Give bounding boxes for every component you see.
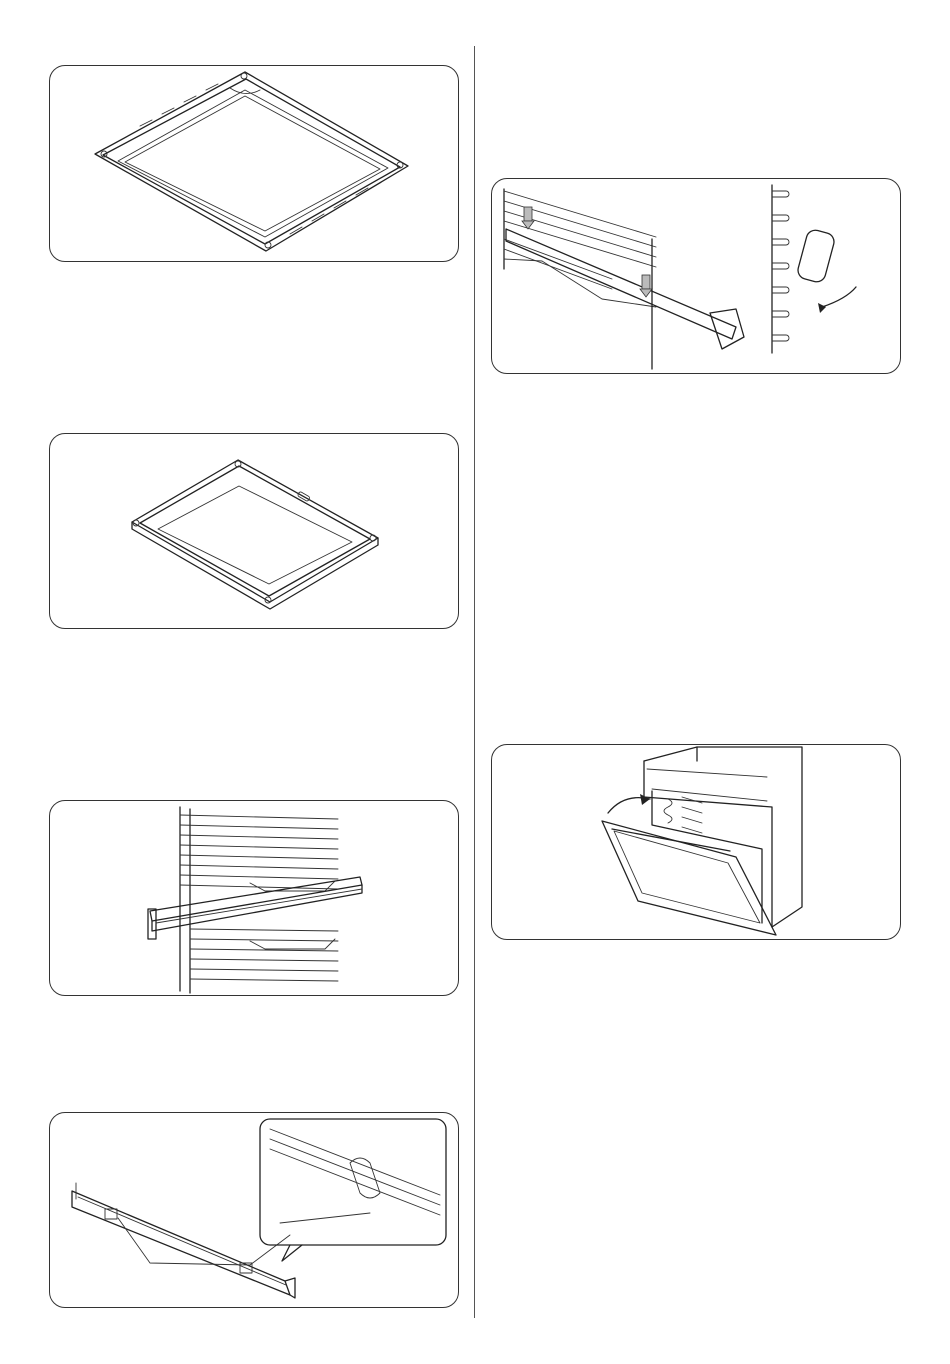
column-divider: [474, 46, 475, 1318]
figure-oven-door: [491, 744, 901, 940]
deep-pan-icon: [50, 434, 459, 629]
runner-install-icon: [492, 179, 901, 374]
figure-runner-install: [491, 178, 901, 374]
figure-runner-rack: [49, 800, 459, 996]
tray-flat-icon: [50, 66, 459, 262]
figure-baking-tray: [49, 65, 459, 262]
figure-deep-pan: [49, 433, 459, 629]
runner-rack-icon: [50, 801, 459, 996]
oven-door-icon: [492, 745, 901, 940]
figure-runner-detail: [49, 1112, 459, 1308]
runner-detail-icon: [50, 1113, 459, 1308]
